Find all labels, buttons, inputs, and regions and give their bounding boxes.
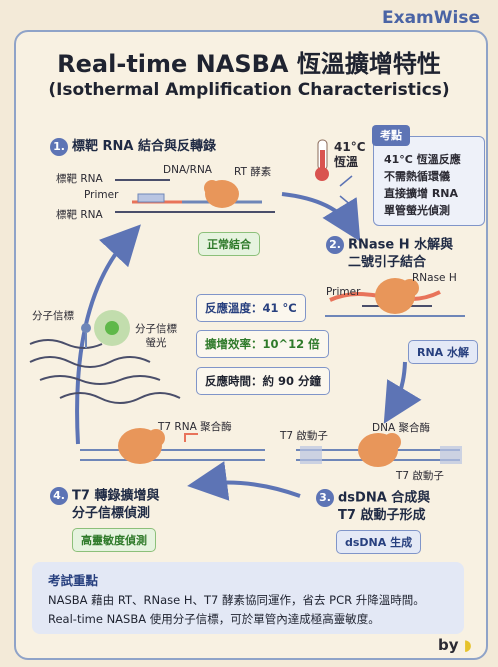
key-point-item: 單管螢光偵測 bbox=[384, 204, 450, 217]
footer-by: by ◗ bbox=[438, 636, 472, 654]
step-4-number: 4. bbox=[50, 487, 68, 505]
info-temperature: 反應溫度：41 °C bbox=[196, 294, 306, 322]
step-1-target-rna-bottom: 標靶 RNA bbox=[56, 209, 103, 221]
step-3-dna-pol-label: DNA 聚合酶 bbox=[372, 422, 430, 434]
beacon-fluor-label: 分子信標 螢光 bbox=[135, 322, 177, 350]
step-2-label-line1: RNase H 水解與 bbox=[348, 237, 454, 253]
step-3-tag: dsDNA 生成 bbox=[336, 530, 422, 554]
step-1-label: 標靶 RNA 結合與反轉錄 bbox=[72, 139, 217, 154]
thermometer-temp: 41°C bbox=[334, 140, 366, 154]
step-4-label-line2: 分子信標偵測 bbox=[72, 506, 151, 521]
step-3-title: 3.dsDNA 合成與 T7 啟動子形成 bbox=[316, 489, 430, 524]
step-2-rnase-label: RNase H bbox=[412, 272, 457, 284]
key-points-header: 考點 bbox=[372, 125, 410, 146]
info-efficiency: 擴增效率：10^12 倍 bbox=[196, 330, 329, 358]
step-1-target-rna-top: 標靶 RNA bbox=[56, 173, 103, 185]
step-1-tag: 正常結合 bbox=[198, 232, 260, 256]
page-title: Real-time NASBA 恆溫擴增特性 bbox=[57, 50, 441, 78]
step-4-label-line1: T7 轉錄擴增與 bbox=[72, 488, 160, 504]
key-point-item: 41°C 恆溫反應 bbox=[384, 153, 461, 166]
step-1-primer-label: Primer bbox=[84, 189, 119, 201]
key-point-item: 直接擴增 RNA bbox=[384, 187, 459, 200]
footer-by-text: by bbox=[438, 636, 459, 654]
thermometer-text: 恆溫 bbox=[334, 155, 359, 169]
step-1-dna-rna-label: DNA/RNA bbox=[163, 164, 212, 176]
exam-focus-title: 考試重點 bbox=[48, 573, 99, 588]
step-2-title: 2.RNase H 水解與 二號引子結合 bbox=[326, 236, 453, 271]
cycle-arrow-3-4 bbox=[187, 461, 301, 501]
step-4-tag: 高靈敏度偵測 bbox=[72, 528, 156, 552]
step-2-primer-label: Primer bbox=[326, 286, 361, 298]
beacon-fluor-line1: 分子信標 bbox=[135, 323, 177, 335]
step-3-number: 3. bbox=[316, 489, 334, 507]
step-2-number: 2. bbox=[326, 236, 344, 254]
beacon-fluor-line2: 螢光 bbox=[145, 337, 167, 349]
step-4-t7-rna-pol-label: T7 RNA 聚合酶 bbox=[158, 421, 232, 433]
step-3-label-line1: dsDNA 合成與 bbox=[338, 490, 431, 506]
beacon-label: 分子信標 bbox=[32, 310, 74, 322]
step-2-label-line2: 二號引子結合 bbox=[348, 255, 427, 270]
exam-focus-line-2: Real-time NASBA 使用分子信標，可於單管內達成極高靈敏度。 bbox=[48, 612, 380, 626]
exam-focus-line-1: NASBA 藉由 RT、RNase H、T7 酵素協同運作，省去 PCR 升降溫… bbox=[48, 593, 425, 607]
step-1-number: 1. bbox=[50, 137, 68, 156]
step-1-rt-enzyme-label: RT 酵素 bbox=[234, 166, 272, 178]
step-2-tag: RNA 水解 bbox=[408, 340, 479, 364]
page-subtitle: (Isothermal Amplification Characteristic… bbox=[48, 80, 450, 100]
thermometer-label: 41°C 恆溫 bbox=[334, 140, 366, 170]
cycle-arrow-2-3 bbox=[383, 361, 422, 424]
brand-logo: ExamWise bbox=[382, 8, 480, 28]
step-4-title: 4.T7 轉錄擴增與 分子信標偵測 bbox=[50, 487, 159, 522]
cycle-arrow-4-1 bbox=[75, 224, 141, 445]
cycle-arrow-1-2 bbox=[281, 192, 361, 242]
step-3-t7-promoter-left: T7 啟動子 bbox=[280, 430, 328, 442]
banana-icon: ◗ bbox=[463, 636, 472, 654]
info-time: 反應時間：約 90 分鐘 bbox=[196, 367, 331, 395]
step-1-title: 1. 標靶 RNA 結合與反轉錄 bbox=[50, 135, 216, 156]
step-3-label-line2: T7 啟動子形成 bbox=[338, 508, 426, 523]
step-3-t7-promoter-right: T7 啟動子 bbox=[396, 470, 444, 482]
key-points-box: 考點 41°C 恆溫反應 不需熱循環儀 直接擴增 RNA 單管螢光偵測 bbox=[372, 125, 485, 226]
exam-focus-panel: 考試重點 NASBA 藉由 RT、RNase H、T7 酵素協同運作，省去 PC… bbox=[32, 562, 464, 634]
key-point-item: 不需熱循環儀 bbox=[384, 170, 450, 183]
